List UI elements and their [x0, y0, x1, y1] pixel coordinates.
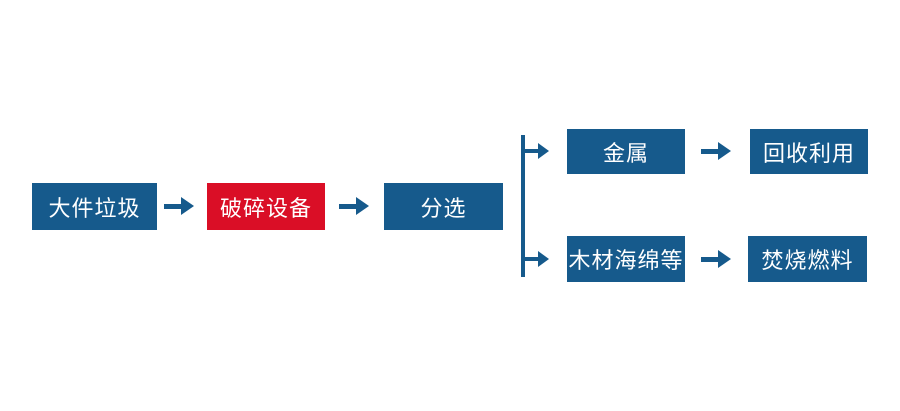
arrow-right-icon: [701, 142, 731, 160]
arrow-tail: [701, 148, 718, 154]
flow-node-recycle: 回收利用: [750, 129, 868, 174]
flow-node-bulky-waste: 大件垃圾: [32, 183, 157, 230]
arrow-tail: [164, 203, 181, 209]
arrow-tail: [701, 256, 718, 262]
arrow-right-icon: [525, 251, 549, 267]
flow-node-metal: 金属: [567, 129, 685, 174]
arrow-head: [538, 251, 549, 267]
arrow-tail: [339, 203, 356, 209]
flow-node-incineration-fuel: 焚烧燃料: [748, 236, 867, 282]
arrow-head: [718, 250, 731, 268]
arrow-right-icon: [701, 250, 731, 268]
arrow-tail: [525, 257, 538, 261]
arrow-tail: [525, 149, 538, 153]
arrow-head: [718, 142, 731, 160]
branch-connector-line: [521, 135, 525, 277]
arrow-head: [356, 197, 369, 215]
flow-node-crusher: 破碎设备: [207, 183, 325, 230]
flow-node-sorting: 分选: [384, 183, 503, 230]
arrow-head: [181, 197, 194, 215]
arrow-right-icon: [339, 197, 369, 215]
flow-node-wood-sponge: 木材海绵等: [567, 236, 685, 282]
arrow-right-icon: [525, 143, 549, 159]
arrow-head: [538, 143, 549, 159]
arrow-right-icon: [164, 197, 194, 215]
